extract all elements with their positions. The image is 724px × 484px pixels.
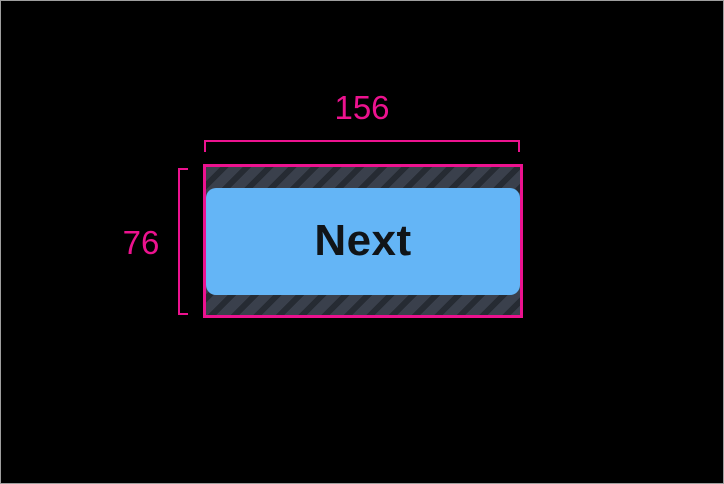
selected-widget-outline: Next xyxy=(203,164,523,318)
padding-hatch-area: Next xyxy=(206,167,520,315)
next-button[interactable]: Next xyxy=(206,187,520,295)
height-measurement-label: 76 xyxy=(122,224,160,261)
width-measurement-label: 156 xyxy=(334,89,390,126)
width-measurement-bracket xyxy=(204,140,520,152)
height-measurement-bracket xyxy=(178,168,188,315)
